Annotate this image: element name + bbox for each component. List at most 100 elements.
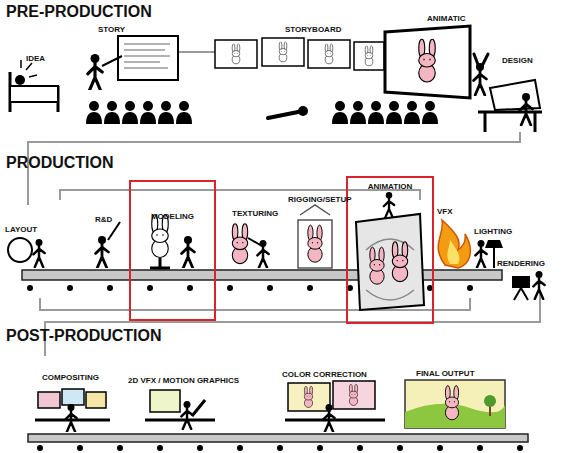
pencil (108, 222, 120, 240)
stage-label: LIGHTING (474, 228, 512, 236)
flow-line (45, 292, 540, 356)
bunny-sketch (365, 46, 373, 66)
storyboard-frame (308, 40, 350, 68)
stage-label: TEXTURING (232, 210, 278, 218)
raised-arms (474, 54, 488, 70)
rigged-bunny (308, 225, 322, 262)
bunny-sketch (279, 42, 287, 62)
lighting-artist (475, 240, 486, 268)
audience-member (368, 101, 384, 124)
presenter (88, 54, 102, 90)
storyboard-frame (262, 38, 304, 66)
monitor (38, 392, 60, 408)
section-heading: PRE-PRODUCTION (6, 4, 152, 20)
camera (512, 276, 530, 288)
vfx-flame (438, 220, 470, 268)
stage-label: RIGGING/SETUP (288, 196, 352, 204)
final-bunny (445, 386, 458, 420)
belt-rollers (37, 445, 523, 451)
conveyor-belt (28, 434, 528, 442)
animator (384, 192, 394, 218)
layout-artist (33, 239, 44, 267)
compositor (65, 404, 76, 432)
sleeper-head (15, 75, 25, 85)
rnd-artist (96, 236, 109, 268)
textured-bunny (232, 224, 247, 264)
audience-member (176, 101, 192, 124)
audience-member (104, 101, 120, 124)
stage-label: VFX (437, 208, 453, 216)
desk (35, 419, 110, 422)
tree-crown (484, 395, 496, 407)
section-heading: POST-PRODUCTION (6, 328, 162, 344)
stage-label: LAYOUT (5, 226, 37, 234)
stage-label: DESIGN (502, 57, 533, 65)
final-frame (405, 380, 505, 428)
audience-member (140, 101, 156, 124)
drafting-board (490, 80, 540, 110)
monitor (86, 392, 106, 408)
tripod (514, 288, 528, 300)
modeler (182, 236, 195, 268)
vfx-flame-core (447, 240, 459, 264)
lying-person-head (298, 106, 308, 116)
bunny (419, 39, 436, 82)
stage-label: 2D VFX / MOTION GRAPHICS (128, 377, 239, 385)
bunny-model (152, 215, 169, 258)
layout-sphere (8, 238, 32, 262)
bunny (349, 384, 357, 405)
flow-line (60, 190, 420, 200)
animated-bunny (370, 247, 384, 284)
stage-label: ANIMATIC (427, 15, 466, 23)
light-lamp (485, 240, 503, 248)
stage-label: STORYBOARD (285, 26, 341, 34)
render-artist (533, 271, 544, 299)
story-board (118, 36, 178, 80)
audience-member (122, 101, 138, 124)
flow-line (178, 51, 215, 53)
storyboard-frame (354, 42, 384, 70)
motion-artist (181, 401, 192, 429)
bunny-sketch (325, 44, 333, 64)
bed-blanket (10, 86, 58, 102)
stage-label: MODELING (131, 212, 214, 221)
bunny-sketch (232, 44, 240, 64)
monitor (62, 389, 84, 405)
conveyor-belt (22, 270, 502, 280)
stage-label: R&D (95, 216, 112, 224)
audience-member (422, 101, 438, 124)
animatic-screen (385, 26, 470, 98)
bunny (304, 386, 312, 407)
audience-member (332, 101, 348, 124)
desk (478, 112, 542, 132)
animation-panel (356, 214, 424, 310)
brush (248, 238, 262, 246)
bed-frame (10, 72, 58, 112)
light-stand (493, 246, 495, 268)
stage-label: ANIMATION (348, 182, 432, 191)
audience-member (404, 101, 420, 124)
model-stand (150, 258, 170, 268)
audience-member (350, 101, 366, 124)
highlight-box: MODELING (129, 180, 216, 321)
motion-arcs (366, 239, 414, 300)
designer (520, 93, 533, 125)
story-text-lines (124, 44, 170, 68)
colorist (323, 404, 334, 432)
tree-trunk (489, 406, 491, 416)
animated-bunny (392, 242, 407, 282)
audience-member (158, 101, 174, 124)
audience-member (86, 101, 102, 124)
monitor (150, 390, 180, 412)
stage-label: COMPOSITING (42, 374, 99, 382)
audience-member (386, 101, 402, 124)
highlight-box: ANIMATION (346, 176, 434, 324)
desk (145, 400, 215, 420)
stage-label: RENDERING (497, 260, 545, 268)
storyboard-frame (215, 40, 257, 68)
rig-cage (298, 205, 332, 268)
section-heading: PRODUCTION (6, 155, 114, 171)
stage-label: FINAL OUTPUT (416, 370, 475, 378)
stage-label: IDEA (26, 55, 45, 63)
